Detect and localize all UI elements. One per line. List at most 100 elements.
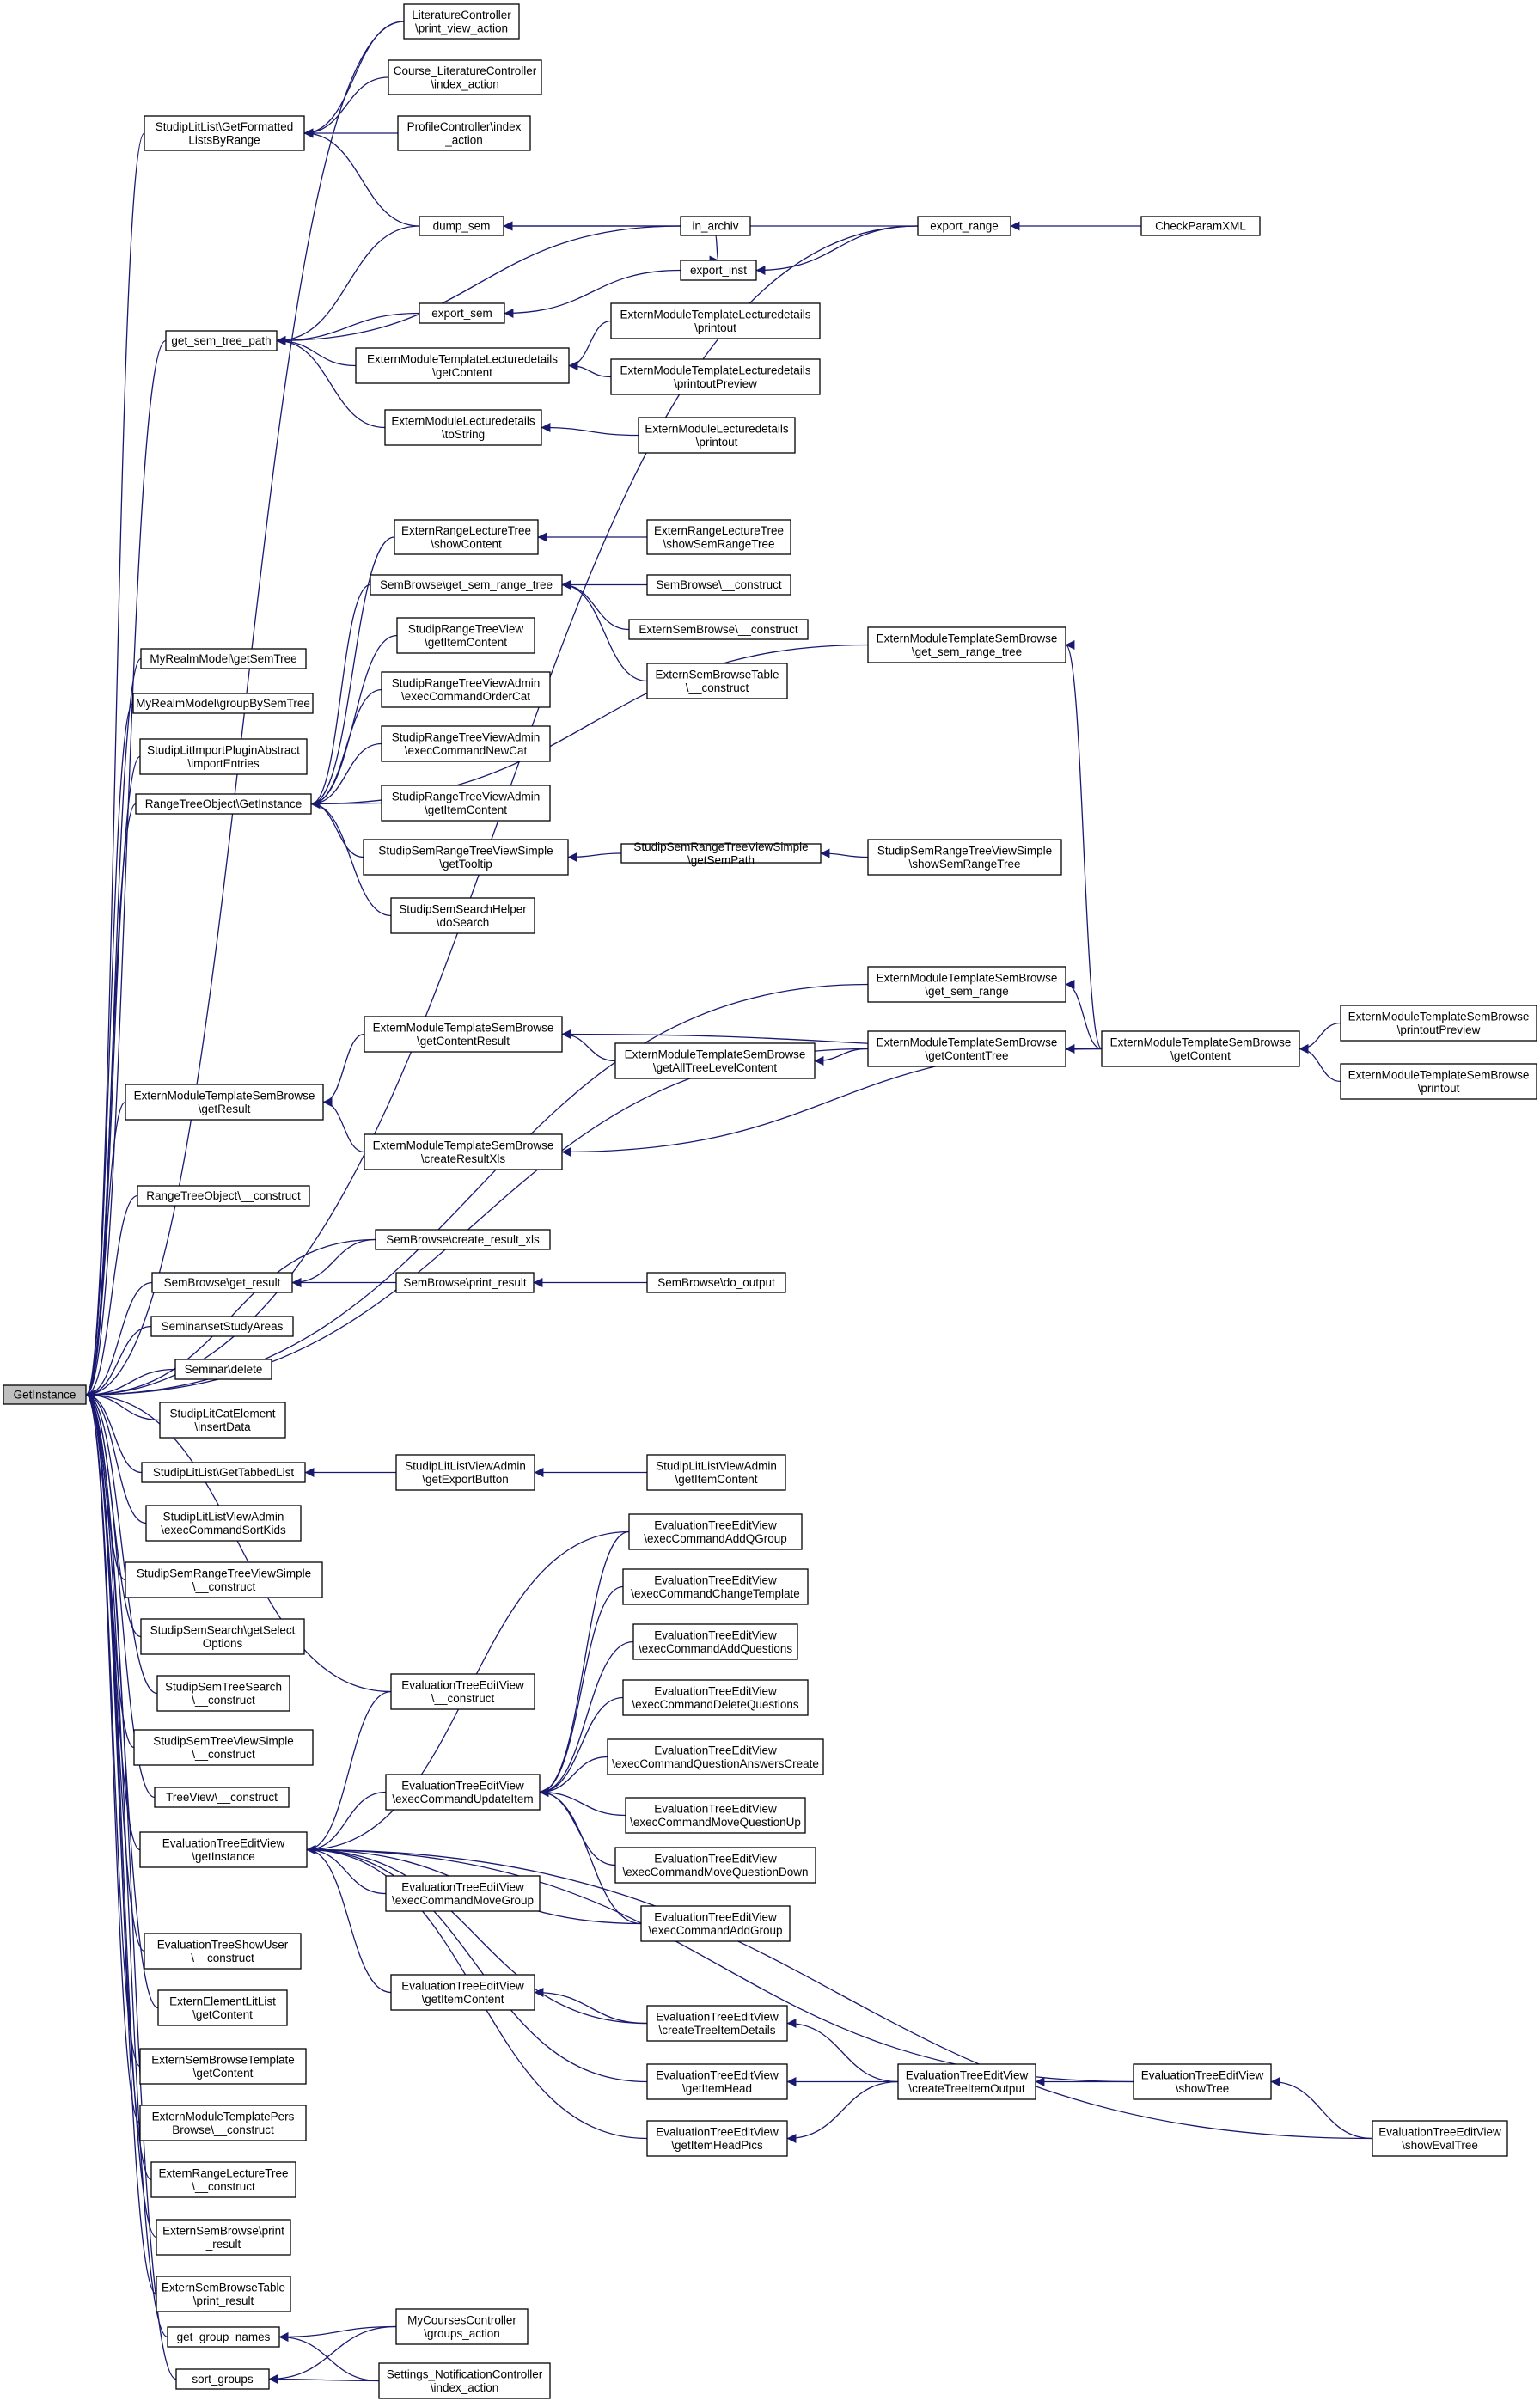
node-esbt-construct[interactable]: ExternSemBrowseTable\__construct — [646, 663, 788, 699]
node-etev-updateitem[interactable]: EvaluationTreeEditView\execCommandUpdate… — [385, 1774, 541, 1811]
node-etev-itemheadpics[interactable]: EvaluationTreeEditView\getItemHeadPics — [646, 2120, 788, 2157]
node-etsu-construct[interactable]: EvaluationTreeShowUser\__construct — [144, 1933, 302, 1970]
node-emtsb-printout[interactable]: ExternModuleTemplateSemBrowse\printout — [1340, 1063, 1537, 1100]
node-emtsb-getcontentresult[interactable]: ExternModuleTemplateSemBrowse\getContent… — [364, 1016, 563, 1053]
node-export-sem[interactable]: export_sem — [419, 302, 505, 324]
node-ell-getcontent[interactable]: ExternElementLitList\getContent — [157, 1989, 288, 2026]
node-srtva-ordercat[interactable]: StudipRangeTreeViewAdmin\execCommandOrde… — [381, 671, 551, 708]
node-erlt-construct[interactable]: ExternRangeLectureTree\__construct — [150, 2161, 296, 2198]
node-seminar-setstudy[interactable]: Seminar\setStudyAreas — [150, 1316, 294, 1337]
node-etev-showtree[interactable]: EvaluationTreeEditView\showTree — [1133, 2063, 1272, 2100]
node-eml-printout[interactable]: ExternModuleLecturedetails\printout — [638, 417, 796, 454]
node-etev-ctio[interactable]: EvaluationTreeEditView\createTreeItemOut… — [897, 2063, 1036, 2100]
node-seminar-delete[interactable]: Seminar\delete — [174, 1359, 272, 1380]
node-sb-do-output[interactable]: SemBrowse\do_output — [646, 1272, 786, 1293]
node-slipa-import[interactable]: StudipLitImportPluginAbstract\importEntr… — [139, 738, 308, 775]
node-sllva-sortkids[interactable]: StudipLitListViewAdmin\execCommandSortKi… — [145, 1505, 302, 1542]
node-get-group-names[interactable]: get_group_names — [167, 2326, 280, 2348]
node-sb-print-result[interactable]: SemBrowse\print_result — [395, 1272, 535, 1293]
node-etev-addqgroup[interactable]: EvaluationTreeEditView\execCommandAddQGr… — [628, 1513, 803, 1550]
node-sll-gettabbed[interactable]: StudipLitList\GetTabbedList — [141, 1462, 306, 1483]
node-box — [1340, 1063, 1537, 1100]
node-ssrtvs-sempath[interactable]: StudipSemRangeTreeViewSimple\getSemPath — [620, 840, 822, 867]
node-emtsb-getcontenttree[interactable]: ExternModuleTemplateSemBrowse\getContent… — [867, 1030, 1066, 1067]
node-root[interactable]: GetInstance — [3, 1384, 87, 1405]
edge-etev-showeval-to-etev-showtree — [1270, 2077, 1373, 2140]
node-slce-insert[interactable]: StudipLitCatElement\insertData — [159, 1402, 286, 1439]
node-course-lit[interactable]: Course_LiteratureController\index_action — [388, 59, 542, 95]
node-emtpb-construct[interactable]: ExternModuleTemplatePersBrowse\__constru… — [139, 2105, 307, 2141]
node-sb-get-result[interactable]: SemBrowse\get_result — [151, 1272, 293, 1293]
node-myrealm-getsemtree[interactable]: MyRealmModel\getSemTree — [140, 648, 307, 669]
node-etev-mqup[interactable]: EvaluationTreeEditView\execCommandMoveQu… — [625, 1797, 806, 1834]
node-emtsb-getresult[interactable]: ExternModuleTemplateSemBrowse\getResult — [125, 1084, 324, 1121]
node-srtva-getitem[interactable]: StudipRangeTreeViewAdmin\getItemContent — [381, 785, 551, 822]
node-etev-addgroup[interactable]: EvaluationTreeEditView\execCommandAddGro… — [640, 1905, 791, 1942]
node-etev-mqdown[interactable]: EvaluationTreeEditView\execCommandMoveQu… — [614, 1847, 816, 1884]
node-rto-construct[interactable]: RangeTreeObject\__construct — [137, 1185, 310, 1207]
node-emtl-printout[interactable]: ExternModuleTemplateLecturedetails\print… — [610, 302, 821, 339]
node-box — [646, 574, 791, 596]
node-checkparam[interactable]: CheckParamXML — [1140, 216, 1261, 236]
node-etev-delq[interactable]: EvaluationTreeEditView\execCommandDelete… — [622, 1679, 809, 1716]
node-dump-sem[interactable]: dump_sem — [419, 216, 504, 236]
node-snc-index[interactable]: Settings_NotificationController\index_ac… — [378, 2362, 551, 2399]
node-esbt-print[interactable]: ExternSemBrowseTable\print_result — [156, 2276, 291, 2312]
node-ssrtvs-construct[interactable]: StudipSemRangeTreeViewSimple\__construct — [125, 1561, 323, 1598]
edge-srtva-getitem-to-rto-getinstance — [310, 798, 382, 809]
node-mcc-groups[interactable]: MyCoursesController\groups_action — [395, 2308, 529, 2345]
node-etev-qac[interactable]: EvaluationTreeEditView\execCommandQuesti… — [607, 1738, 824, 1775]
node-emtsb-getcontent[interactable]: ExternModuleTemplateSemBrowse\getContent — [1101, 1030, 1300, 1067]
node-export-inst[interactable]: export_inst — [680, 260, 757, 281]
node-erlt-showcontent[interactable]: ExternRangeLectureTree\showContent — [394, 519, 539, 555]
node-emtsb-get-sem-range-tree[interactable]: ExternModuleTemplateSemBrowse\get_sem_ra… — [867, 626, 1066, 663]
node-etev-getinstance[interactable]: EvaluationTreeEditView\getInstance — [139, 1831, 308, 1868]
node-profile[interactable]: ProfileController\index_action — [397, 115, 531, 151]
node-etev-itemcontent[interactable]: EvaluationTreeEditView\getItemContent — [390, 1974, 535, 2011]
node-sssh-dosearch[interactable]: StudipSemSearchHelper\doSearch — [390, 897, 535, 934]
node-treeview-construct[interactable]: TreeView\__construct — [154, 1787, 290, 1808]
node-sb-get-sem-range-tree[interactable]: SemBrowse\get_sem_range_tree — [370, 574, 563, 596]
edge-course-lit-to-litlist-fmt — [303, 76, 389, 138]
node-sb-construct[interactable]: SemBrowse\__construct — [646, 574, 791, 596]
node-srtv-getitem[interactable]: StudipRangeTreeView\getItemContent — [396, 617, 535, 654]
node-esb-construct[interactable]: ExternSemBrowse\__construct — [628, 619, 809, 640]
node-etev-moveg[interactable]: EvaluationTreeEditView\execCommandMoveGr… — [385, 1875, 541, 1912]
node-sb-create-result-xls[interactable]: SemBrowse\create_result_xls — [375, 1229, 551, 1250]
node-sort-groups[interactable]: sort_groups — [175, 2368, 270, 2390]
node-etev-changetpl[interactable]: EvaluationTreeEditView\execCommandChange… — [622, 1568, 809, 1605]
node-export-range[interactable]: export_range — [917, 216, 1011, 236]
node-emtsb-get-sem-range[interactable]: ExternModuleTemplateSemBrowse\get_sem_ra… — [867, 966, 1066, 1003]
node-emtsb-printoutpreview[interactable]: ExternModuleTemplateSemBrowse\printoutPr… — [1340, 1005, 1537, 1042]
node-myrealm-group[interactable]: MyRealmModel\groupBySemTree — [132, 693, 314, 714]
node-emtsb-createresultxls[interactable]: ExternModuleTemplateSemBrowse\createResu… — [364, 1133, 563, 1170]
edge-litctl-print-to-litlist-fmt — [303, 21, 405, 138]
node-sst-search[interactable]: StudipSemTreeSearch\__construct — [156, 1675, 290, 1712]
node-etev-addq[interactable]: EvaluationTreeEditView\execCommandAddQue… — [632, 1623, 798, 1660]
node-litctl-print[interactable]: LiteratureController\print_view_action — [403, 3, 520, 40]
node-sllva-itemcontent[interactable]: StudipLitListViewAdmin\getItemContent — [646, 1454, 786, 1491]
node-emtl-getcontent[interactable]: ExternModuleTemplateLecturedetails\getCo… — [355, 347, 570, 384]
node-label: ExternModuleTemplateSemBrowse — [1110, 1035, 1292, 1048]
edge-rto-construct-to-root — [85, 1194, 138, 1400]
node-sstvs-construct[interactable]: StudipSemTreeViewSimple\__construct — [133, 1729, 314, 1766]
node-etev-ctid[interactable]: EvaluationTreeEditView\createTreeItemDet… — [646, 2005, 788, 2042]
node-eml-tostring[interactable]: ExternModuleLecturedetails\toString — [384, 409, 542, 446]
node-esbtpl-getcontent[interactable]: ExternSemBrowseTemplate\getContent — [139, 2048, 307, 2085]
node-ssrtvs-showsem[interactable]: StudipSemRangeTreeViewSimple\showSemRang… — [867, 839, 1062, 876]
node-esb-print[interactable]: ExternSemBrowse\print_result — [156, 2219, 291, 2256]
node-erlt-showsem[interactable]: ExternRangeLectureTree\showSemRangeTree — [646, 519, 791, 555]
node-in-archiv[interactable]: in_archiv — [680, 216, 751, 236]
node-etev-showeval[interactable]: EvaluationTreeEditView\showEvalTree — [1372, 2120, 1508, 2157]
node-rto-getinstance[interactable]: RangeTreeObject\GetInstance — [135, 793, 312, 815]
node-ssrtvs-tooltip[interactable]: StudipSemRangeTreeViewSimple\getTooltip — [363, 839, 569, 876]
node-emtsb-getalltree[interactable]: ExternModuleTemplateSemBrowse\getAllTree… — [614, 1042, 816, 1079]
node-srtva-newcat[interactable]: StudipRangeTreeViewAdmin\execCommandNewC… — [381, 725, 551, 762]
node-emtl-preview[interactable]: ExternModuleTemplateLecturedetails\print… — [610, 358, 821, 395]
node-get-sem-tree-path[interactable]: get_sem_tree_path — [165, 330, 278, 351]
node-etev-construct[interactable]: EvaluationTreeEditView\__construct — [390, 1673, 535, 1710]
node-etev-itemhead[interactable]: EvaluationTreeEditView\getItemHead — [646, 2063, 788, 2100]
node-sllva-export[interactable]: StudipLitListViewAdmin\getExportButton — [395, 1454, 535, 1491]
